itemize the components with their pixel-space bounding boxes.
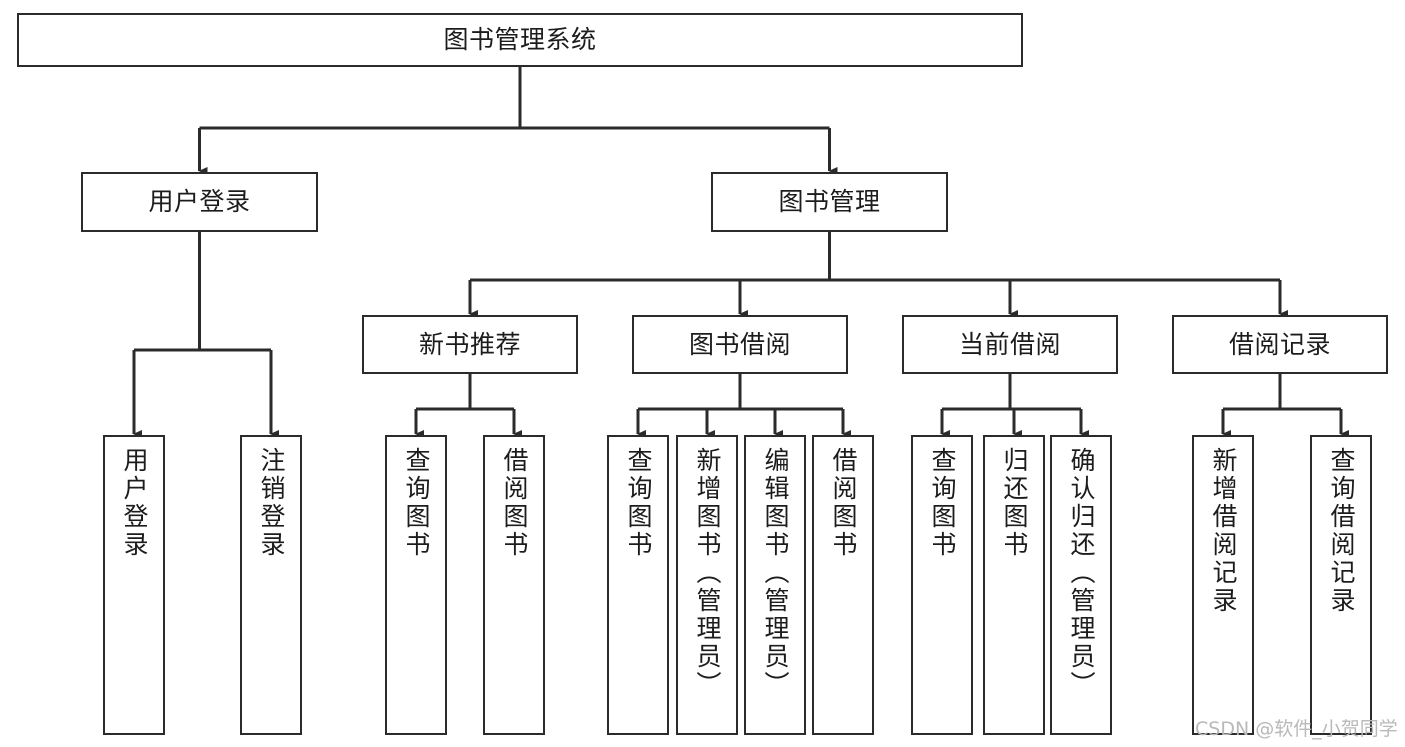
node-l-confirm-return: 确认归还（管理员） [1050, 435, 1112, 735]
node-label: 查询图书 [624, 447, 653, 559]
node-label: 新书推荐 [418, 329, 521, 359]
node-label: 查询图书 [928, 447, 957, 559]
node-n-book-admin: 图书管理 [711, 172, 948, 232]
node-root: 图书管理系统 [17, 13, 1023, 67]
node-label: 新增借阅记录 [1209, 447, 1238, 615]
node-label: 确认归还（管理员） [1067, 447, 1096, 699]
node-label: 图书管理 [778, 187, 881, 216]
node-l-user-logout: 注销登录 [240, 435, 302, 735]
node-label: 图书借阅 [688, 329, 791, 359]
node-label: 注销登录 [257, 447, 286, 559]
node-n-user-login: 用户登录 [81, 172, 318, 232]
node-l-query-book-rec: 查询图书 [385, 435, 447, 735]
node-l-query-book-cur: 查询图书 [911, 435, 973, 735]
node-l-edit-book: 编辑图书（管理员） [744, 435, 806, 735]
csdn-watermark: CSDN @软件_小贺同学 [1195, 718, 1398, 740]
node-label: 当前借阅 [958, 329, 1061, 359]
node-n-borrow-record: 借阅记录 [1172, 315, 1388, 374]
node-label: 借阅图书 [500, 447, 529, 559]
node-label: 新增图书（管理员） [693, 447, 722, 699]
node-label: 编辑图书（管理员） [761, 447, 790, 699]
node-label: 查询借阅记录 [1327, 447, 1356, 615]
node-l-borrow-book: 借阅图书 [812, 435, 874, 735]
node-label: 归还图书 [1000, 447, 1029, 559]
node-l-query-record: 查询借阅记录 [1310, 435, 1372, 735]
node-n-new-book-rec: 新书推荐 [362, 315, 578, 374]
node-l-user-login: 用户登录 [103, 435, 165, 735]
node-label: 图书管理系统 [443, 25, 597, 54]
node-l-add-book: 新增图书（管理员） [676, 435, 738, 735]
node-n-current-borrow: 当前借阅 [902, 315, 1118, 374]
node-label: 借阅记录 [1228, 329, 1331, 359]
node-l-borrow-book-rec: 借阅图书 [483, 435, 545, 735]
node-n-book-borrow: 图书借阅 [632, 315, 848, 374]
node-label: 借阅图书 [829, 447, 858, 559]
node-l-return-book: 归还图书 [983, 435, 1045, 735]
node-l-query-book-borrow: 查询图书 [607, 435, 669, 735]
node-label: 用户登录 [120, 447, 149, 559]
node-label: 用户登录 [148, 187, 251, 216]
node-l-add-record: 新增借阅记录 [1192, 435, 1254, 735]
node-label: 查询图书 [402, 447, 431, 559]
